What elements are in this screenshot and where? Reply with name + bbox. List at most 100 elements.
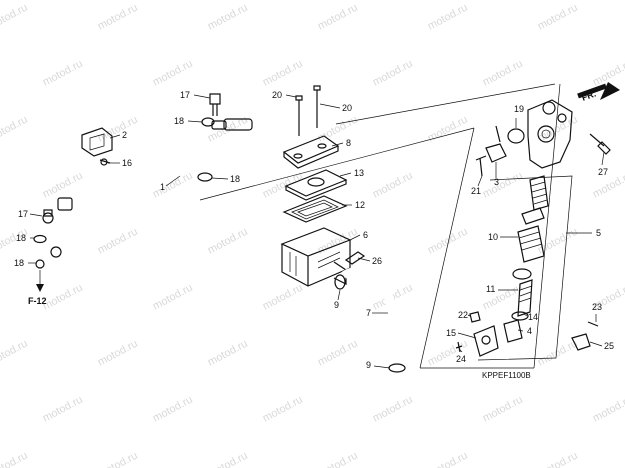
watermark-text: motod.ru: [151, 170, 195, 201]
reservoir-assembly: [280, 135, 352, 287]
watermark-text: motod.ru: [41, 58, 85, 89]
watermark-text: motod.ru: [0, 114, 30, 145]
watermark-text: motod.ru: [206, 338, 250, 369]
clevis-assembly: [455, 311, 499, 357]
callout-c15: 15: [446, 328, 456, 338]
watermark-text: motod.ru: [206, 2, 250, 33]
leader-line-c26: [357, 257, 371, 262]
callout-c21: 21: [471, 186, 481, 196]
leader-line-c24: [459, 349, 463, 353]
watermark-text: motod.ru: [151, 58, 195, 89]
callout-c14: 14: [528, 312, 538, 322]
callout-c25: 25: [604, 341, 614, 351]
master-cylinder-body: [475, 99, 573, 177]
leader-line-c17a: [193, 94, 211, 99]
leader-line-c14: [523, 313, 528, 317]
callout-c2: 2: [122, 130, 127, 140]
brake-hose: [54, 118, 279, 251]
watermark-text: motod.ru: [0, 2, 30, 33]
watermark-text: motod.ru: [481, 58, 525, 89]
watermark-text: motod.ru: [426, 114, 470, 145]
watermark-text: motod.ru: [536, 2, 580, 33]
watermark-text: motod.ru: [151, 282, 195, 313]
callout-c23: 23: [592, 302, 602, 312]
watermark-text: motod.ru: [481, 394, 525, 425]
callout-c17a: 17: [180, 90, 190, 100]
callout-c20b: 20: [342, 103, 352, 113]
callout-c9b: 9: [366, 360, 371, 370]
callout-c18c: 18: [16, 233, 26, 243]
callout-c8: 8: [346, 138, 351, 148]
leader-line-c25: [589, 341, 603, 347]
leader-line-c2: [109, 134, 121, 139]
callout-c13: 13: [354, 168, 364, 178]
callout-c17b: 17: [18, 209, 28, 219]
watermark-text: motod.ru: [96, 226, 140, 257]
leader-line-c21: [477, 175, 483, 187]
leader-line-c15: [457, 332, 477, 339]
leader-line-c1: [165, 175, 181, 187]
diagram-code: KPPEF1100B: [482, 371, 531, 380]
watermark-text: motod.ru: [41, 282, 85, 313]
callout-c26: 26: [372, 256, 382, 266]
section-ref-label: F-12: [28, 296, 47, 306]
callout-c10: 10: [488, 232, 498, 242]
callout-c19: 19: [514, 104, 524, 114]
callout-c7: 7: [366, 308, 371, 318]
watermark-text: motod.ru: [206, 450, 250, 468]
master-cylinder-frame: [199, 83, 573, 369]
callout-c22: 22: [458, 310, 468, 320]
leader-line-c27: [601, 151, 605, 166]
watermark-text: motod.ru: [96, 2, 140, 33]
watermark-text: motod.ru: [371, 170, 415, 201]
watermark-text: motod.ru: [316, 338, 360, 369]
callout-c6: 6: [363, 230, 368, 240]
watermark-text: motod.ru: [316, 450, 360, 468]
watermark-text: motod.ru: [426, 2, 470, 33]
watermark-text: motod.ru: [96, 450, 140, 468]
section-ref-arrow: [36, 270, 44, 292]
watermark-text: motod.ru: [426, 226, 470, 257]
callout-c11: 11: [486, 284, 495, 294]
callout-labels: 1234567899101112131415161717181818181920…: [14, 90, 614, 370]
callout-c18d: 18: [14, 258, 24, 268]
watermark-text: motod.ru: [371, 58, 415, 89]
callout-c24: 24: [456, 354, 466, 364]
watermark-text: motod.ru: [41, 394, 85, 425]
watermark-text: motod.ru: [96, 114, 140, 145]
leader-line-c22: [467, 314, 471, 317]
watermark-text: motod.ru: [261, 394, 305, 425]
callout-c9a: 9: [334, 300, 339, 310]
callout-c20a: 20: [272, 90, 282, 100]
watermark-text: motod.ru: [261, 58, 305, 89]
callout-c18a: 18: [174, 116, 184, 126]
watermark-text: motod.ru: [261, 282, 305, 313]
watermark-text: motod.ru: [316, 226, 360, 257]
reservoir-hose: [334, 251, 406, 373]
leader-line-c6: [349, 234, 361, 241]
callout-c12: 12: [355, 200, 365, 210]
callout-c27: 27: [598, 167, 608, 177]
callout-c3: 3: [494, 177, 499, 187]
leader-line-c9a: [337, 289, 341, 301]
leader-line-c17b: [29, 213, 43, 217]
watermark-text: motod.ru: [96, 338, 140, 369]
watermark-text: motod.ru: [536, 450, 580, 468]
piston-assembly: [503, 175, 549, 343]
right-bolts: [571, 133, 611, 351]
leader-line-c18b: [211, 177, 229, 180]
leader-line-c9b: [373, 365, 391, 369]
hose-clamp: [81, 127, 113, 166]
leader-lines: [28, 94, 605, 369]
watermark-text: motod.ru: [0, 338, 30, 369]
watermark-text: motod.ru: [316, 114, 360, 145]
watermark-text: motod.ru: [206, 226, 250, 257]
callout-c1: 1: [160, 182, 165, 192]
watermark-text: motod.ru: [371, 394, 415, 425]
watermark-text: motod.ru: [536, 226, 580, 257]
front-marker-label: FR.: [580, 89, 597, 103]
front-arrow: FR.: [577, 82, 620, 103]
leader-line-c8: [331, 142, 344, 147]
